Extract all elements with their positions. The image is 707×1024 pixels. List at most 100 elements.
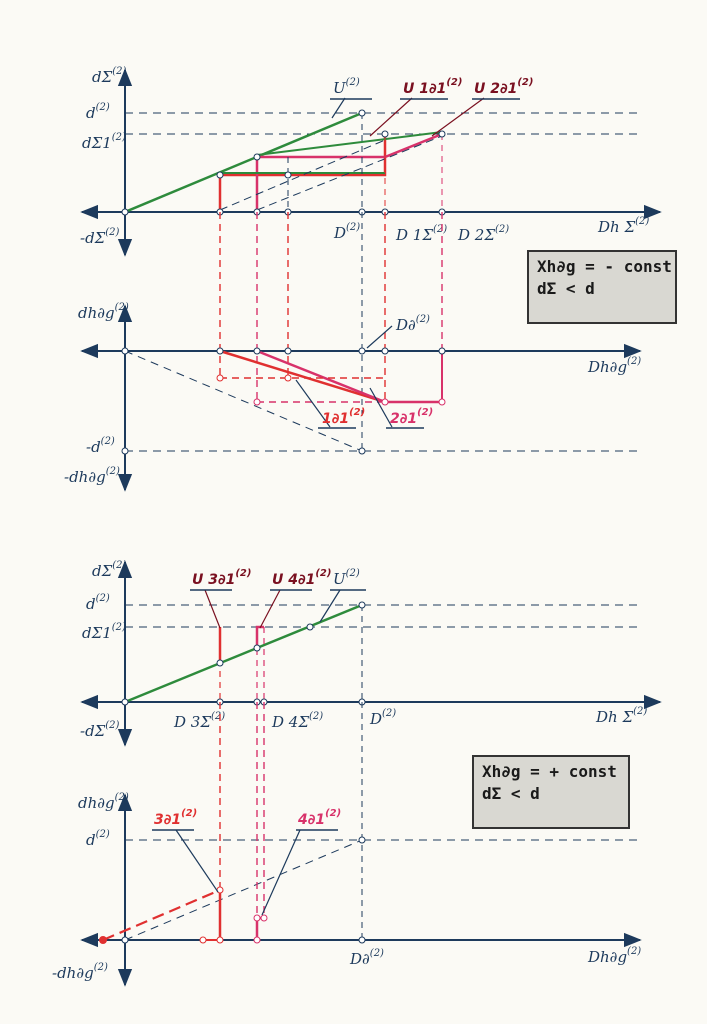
point-D-451: [358, 447, 366, 455]
label-tick-d: d(2): [86, 829, 110, 849]
dashed-ext-1: [219, 139, 386, 211]
point-257: [253, 936, 261, 944]
curve-U: [124, 111, 363, 214]
point-step3: [284, 171, 292, 179]
point-D-840: [358, 836, 366, 844]
condition-box-top: Xh∂g = - const dΣ < d: [527, 250, 677, 324]
line-3d1-dashed: [102, 888, 221, 942]
dashed-diagonal: [124, 839, 363, 941]
label-curve-U: U(2): [333, 77, 360, 97]
leader-Dd: [366, 325, 393, 349]
label-x-axis: Dh Σ(2): [597, 216, 649, 236]
point-a-378: [216, 374, 224, 382]
point-U3: [216, 659, 224, 667]
leader-U: [319, 589, 341, 623]
leader-2d1: [369, 387, 393, 428]
label-y-axis: dh∂g(2): [78, 792, 129, 812]
condition-line-1: Xh∂g = + const: [482, 762, 617, 781]
point-442: [438, 347, 446, 355]
point-D: [358, 936, 366, 944]
line-1d1: [219, 349, 386, 404]
condition-line-1: Xh∂g = - const: [537, 257, 672, 276]
dashed-ext-2: [256, 135, 443, 211]
label-4d1: 4∂1(2): [297, 808, 341, 828]
leader-U3: [204, 589, 221, 629]
point-U-top: [358, 601, 366, 609]
panel-top-lower: dh∂g(2) Dh∂g(2) -d(2) -dh∂g(2) D∂(2) 1∂1…: [64, 212, 642, 492]
point-origin: [121, 208, 129, 216]
label-neg-axis: -dh∂g(2): [52, 962, 108, 982]
label-tick-dS1: dΣ1(2): [82, 622, 126, 642]
label-x-axis: Dh∂g(2): [587, 946, 641, 966]
leader-U: [331, 97, 346, 119]
point-b-402: [253, 398, 261, 406]
label-y-axis-neg: -dΣ(2): [80, 720, 120, 740]
label-tick-d: d(2): [86, 102, 110, 122]
point-D1-402: [381, 398, 389, 406]
label-y-axis: dΣ(2): [92, 560, 126, 580]
label-point-D2: D 2Σ(2): [457, 224, 509, 244]
label-curve-U: U(2): [333, 568, 360, 588]
label-y-axis-neg: -dΣ(2): [80, 227, 120, 247]
label-curve-U4: U 4∂1(2): [272, 568, 331, 588]
leader-U4: [259, 589, 281, 629]
point-left-red: [99, 936, 107, 944]
point-origin: [121, 936, 129, 944]
condition-box-bottom: Xh∂g = + const dΣ < d: [472, 755, 630, 829]
point-220: [216, 936, 224, 944]
line-2d1: [256, 349, 386, 404]
label-x-axis: Dh Σ(2): [595, 706, 647, 726]
point-3-top: [216, 886, 224, 894]
point-U4: [253, 644, 261, 652]
point-4b-top: [260, 914, 268, 922]
label-3d1: 3∂1(2): [154, 808, 197, 828]
point-220: [216, 347, 224, 355]
point-203: [199, 936, 207, 944]
label-neg-d: -d(2): [86, 436, 115, 456]
point-288: [284, 347, 292, 355]
label-2d1: 2∂1(2): [390, 407, 433, 427]
point-neg-d: [121, 447, 129, 455]
label-point-D: D(2): [333, 222, 360, 242]
point-step1: [216, 171, 224, 179]
panel-bottom-lower: dh∂g(2) d(2) Dh∂g(2) -dh∂g(2) D∂(2) 3∂1(…: [52, 702, 642, 987]
label-point-D4: D 4Σ(2): [271, 711, 323, 731]
label-y-axis: dh∂g(2): [78, 302, 129, 322]
curve-U: [124, 603, 363, 704]
label-point-Dd: D∂(2): [395, 314, 430, 334]
point-U-mid: [306, 623, 314, 631]
label-point-Dd: D∂(2): [349, 948, 384, 968]
label-point-D: D(2): [369, 708, 396, 728]
label-curve-U1: U 1∂1(2): [403, 77, 462, 97]
leader-3d1: [175, 829, 219, 893]
leader-U2: [431, 97, 485, 137]
point-257: [253, 347, 261, 355]
point-385: [381, 347, 389, 355]
condition-line-2: dΣ < d: [482, 784, 540, 803]
label-point-D1: D 1Σ(2): [395, 224, 447, 244]
point-origin: [121, 698, 129, 706]
point-origin: [121, 347, 129, 355]
point-step2: [253, 153, 261, 161]
leader-1d1: [295, 379, 331, 428]
panel-bottom-upper: dΣ(2) d(2) dΣ1(2) -dΣ(2) Dh Σ(2) U 3∂1(2…: [80, 560, 662, 747]
label-1d1: 1∂1(2): [322, 407, 365, 427]
point-U-top: [358, 109, 366, 117]
point-D: [358, 347, 366, 355]
condition-line-2: dΣ < d: [537, 279, 595, 298]
leader-4d1: [261, 829, 301, 916]
point-c-378: [284, 374, 292, 382]
label-x-axis: Dh∂g(2): [587, 356, 641, 376]
point-U1-top: [381, 130, 389, 138]
point-4a-top: [253, 914, 261, 922]
label-curve-U3: U 3∂1(2): [192, 568, 251, 588]
label-point-D3: D 3Σ(2): [173, 711, 225, 731]
label-y-axis: dΣ(2): [92, 66, 126, 86]
leader-U1: [369, 97, 413, 137]
green-step-2: [256, 131, 443, 156]
point-D2-402: [438, 398, 446, 406]
label-tick-dS1: dΣ1(2): [82, 132, 126, 152]
point-U2-top: [438, 130, 446, 138]
panel-top-upper: dΣ(2) d(2) dΣ1(2) -dΣ(2) Dh Σ(2) U(2) U …: [80, 66, 662, 257]
